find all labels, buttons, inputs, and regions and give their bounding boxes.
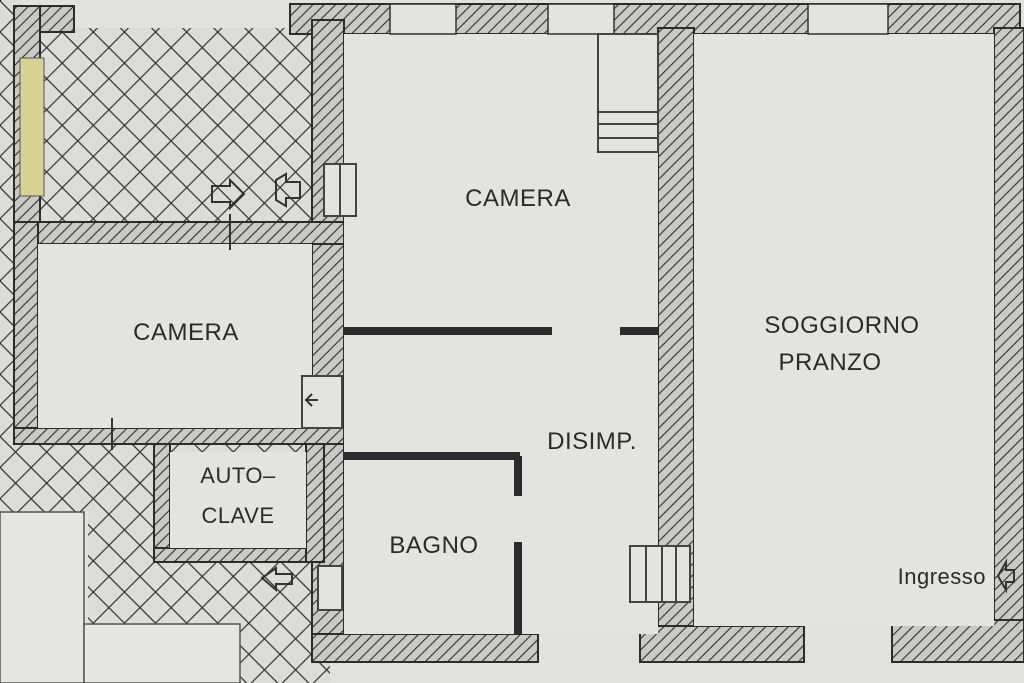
entrance-arrow-icon: [996, 558, 1015, 594]
interior-partitions: [344, 327, 658, 634]
door-arrow-icon: [260, 566, 293, 593]
stair-steps: [597, 33, 659, 153]
window-highlight: [19, 57, 45, 197]
room-label-auto: AUTO–: [200, 463, 276, 488]
outdoor-strip: [83, 623, 241, 683]
room-label-clave: CLAVE: [201, 503, 274, 528]
room-label-camera-center: CAMERA: [465, 185, 571, 212]
room-label-soggiorno: SOGGIORNO: [764, 312, 919, 339]
room-label-bagno: BAGNO: [389, 532, 478, 559]
room-label-disimp: DISIMP.: [547, 428, 637, 455]
door-arrow-icon: [304, 393, 318, 407]
door-arrows: [111, 172, 318, 593]
top-windows: [389, 3, 889, 35]
room-label-camera-left: CAMERA: [133, 319, 239, 346]
room-label-pranzo: PRANZO: [778, 349, 881, 376]
room-labels: CAMERA CAMERA SOGGIORNO PRANZO DISIMP. B…: [133, 185, 986, 589]
entrance-label: Ingresso: [898, 564, 986, 589]
door-arrow-icon: [211, 177, 246, 211]
outdoor-terrace: [0, 511, 85, 683]
door-arrow-icon: [275, 172, 301, 208]
